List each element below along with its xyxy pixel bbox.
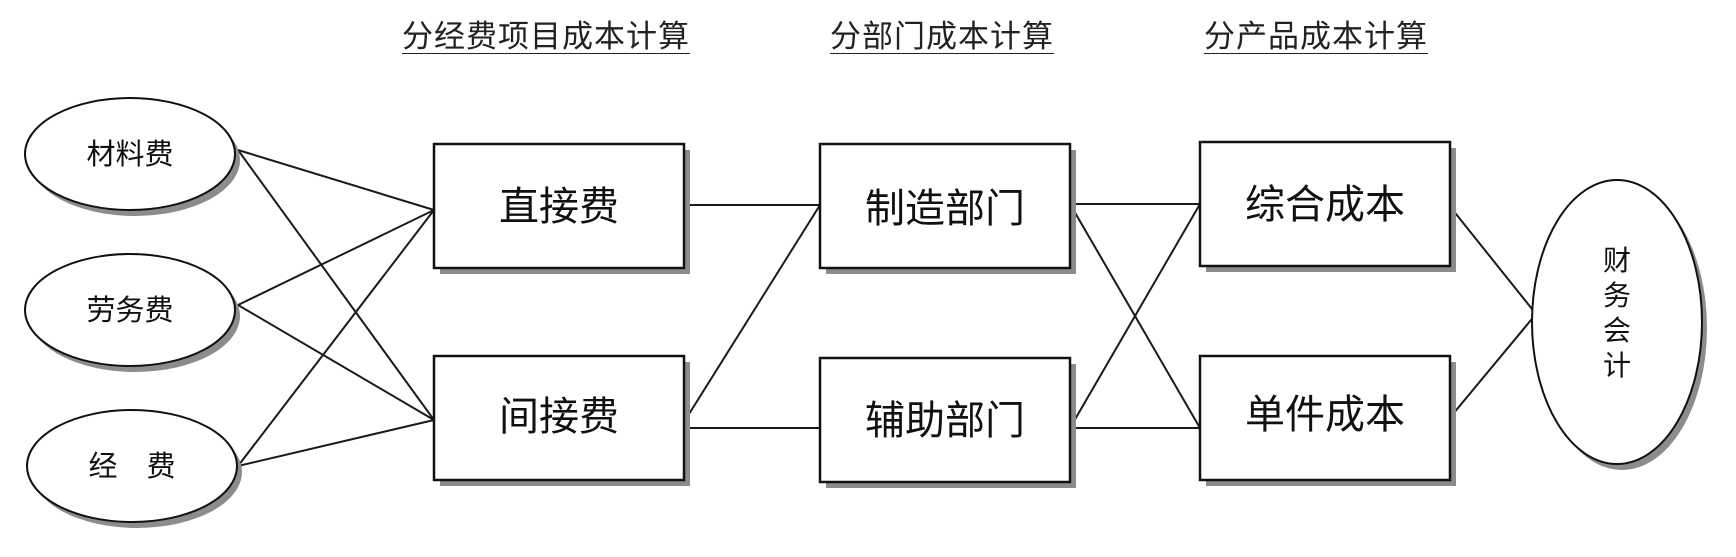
connector-comprehensive-target xyxy=(1447,203,1537,315)
expense-type-nodes: 直接费 间接费 xyxy=(432,142,690,486)
heading-product-costing: 分产品成本计算 xyxy=(1204,19,1428,55)
connectors xyxy=(237,149,1537,467)
node-auxiliary-dept: 辅助部门 xyxy=(818,356,1076,488)
node-expenses-label: 经 费 xyxy=(88,449,175,483)
connector-unit-target xyxy=(1447,313,1537,421)
node-unit-cost: 单件成本 xyxy=(1198,354,1456,486)
connector-materials-indirect xyxy=(237,149,435,421)
node-expenses: 经 费 xyxy=(26,409,242,528)
connector-materials-direct xyxy=(237,149,435,211)
node-indirect-cost-label: 间接费 xyxy=(499,394,619,440)
node-direct-cost: 直接费 xyxy=(432,142,690,274)
source-nodes: 材料费 劳务费 经 费 xyxy=(24,97,242,528)
node-direct-cost-label: 直接费 xyxy=(499,184,619,230)
node-manufacturing-dept-label: 制造部门 xyxy=(865,186,1025,232)
target-label-char-3: 会 xyxy=(1603,314,1631,347)
node-comprehensive-cost: 综合成本 xyxy=(1198,140,1456,272)
node-labor: 劳务费 xyxy=(24,253,240,372)
connector-auxiliary-comprehensive xyxy=(1069,203,1201,429)
node-materials: 材料费 xyxy=(24,97,240,216)
heading-expense-item-costing: 分经费项目成本计算 xyxy=(402,19,690,55)
node-indirect-cost: 间接费 xyxy=(432,354,690,486)
heading-department-costing: 分部门成本计算 xyxy=(830,19,1054,55)
connector-labor-indirect xyxy=(237,304,435,421)
node-unit-cost-label: 单件成本 xyxy=(1245,392,1405,438)
node-auxiliary-dept-label: 辅助部门 xyxy=(865,398,1025,444)
node-manufacturing-dept: 制造部门 xyxy=(818,142,1076,274)
node-comprehensive-cost-label: 综合成本 xyxy=(1245,182,1405,228)
node-financial-accounting: 财 务 会 计 xyxy=(1531,179,1707,470)
product-nodes: 综合成本 单件成本 xyxy=(1198,140,1456,486)
connector-expenses-direct xyxy=(237,209,435,467)
connector-labor-direct xyxy=(237,209,435,306)
node-materials-label: 材料费 xyxy=(86,137,173,171)
connector-expenses-indirect xyxy=(237,419,435,467)
connector-indirect-manufacturing xyxy=(683,204,821,423)
department-nodes: 制造部门 辅助部门 xyxy=(818,142,1076,488)
target-label-char-4: 计 xyxy=(1603,349,1631,382)
target-label-char-1: 财 xyxy=(1603,244,1631,277)
node-labor-label: 劳务费 xyxy=(86,293,173,327)
target-label-char-2: 务 xyxy=(1603,279,1631,312)
